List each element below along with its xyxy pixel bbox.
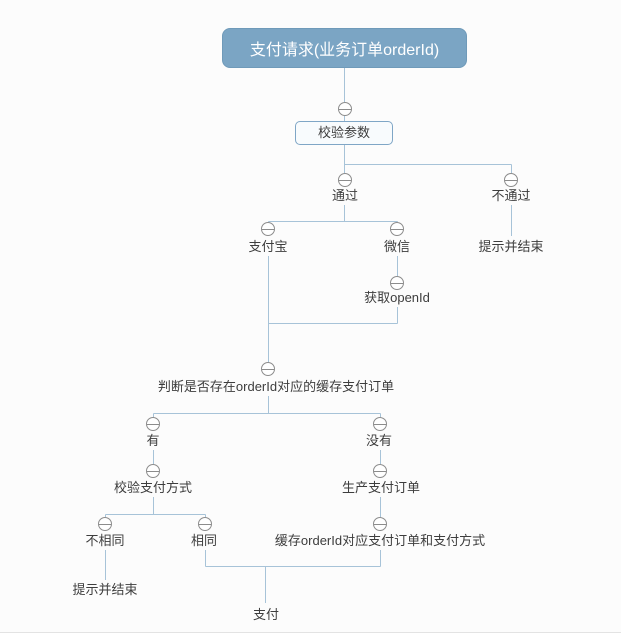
wechat-node[interactable]: 微信	[383, 239, 411, 254]
collapse-icon-fail[interactable]	[504, 173, 518, 187]
validate-params-node[interactable]: 校验参数	[295, 121, 393, 145]
different-node[interactable]: 不相同	[85, 533, 125, 548]
root-node-payment-request[interactable]: 支付请求(业务订单orderId)	[222, 28, 467, 68]
cache-order-node[interactable]: 缓存orderId对应支付订单和支付方式	[274, 533, 486, 548]
check-cached-order-node[interactable]: 判断是否存在orderId对应的缓存支付订单	[157, 379, 395, 394]
get-openid-node[interactable]: 获取openId	[364, 290, 430, 305]
collapse-icon-create-payment-order[interactable]	[373, 464, 387, 478]
none-node[interactable]: 没有	[365, 433, 393, 448]
collapse-icon-different[interactable]	[98, 517, 112, 531]
same-node[interactable]: 相同	[190, 533, 218, 548]
collapse-icon-verify-payment-method[interactable]	[146, 464, 160, 478]
pass-node[interactable]: 通过	[331, 188, 359, 203]
collapse-icon-pass[interactable]	[338, 173, 352, 187]
create-payment-order-node[interactable]: 生产支付订单	[341, 480, 421, 495]
verify-payment-method-node[interactable]: 校验支付方式	[113, 480, 193, 495]
alipay-node[interactable]: 支付宝	[248, 239, 288, 254]
has-node[interactable]: 有	[146, 433, 160, 448]
collapse-icon-none[interactable]	[373, 417, 387, 431]
fail-node[interactable]: 不通过	[491, 188, 531, 203]
collapse-icon-same[interactable]	[198, 517, 212, 531]
collapse-icon-has[interactable]	[146, 417, 160, 431]
fail-end-node[interactable]: 提示并结束	[478, 239, 544, 254]
different-end-node[interactable]: 提示并结束	[72, 582, 138, 597]
collapse-icon-wechat[interactable]	[390, 222, 404, 236]
collapse-icon-validate-params[interactable]	[338, 102, 352, 116]
collapse-icon-alipay[interactable]	[261, 222, 275, 236]
collapse-icon-get-openid[interactable]	[390, 276, 404, 290]
collapse-icon-cache-order[interactable]	[373, 517, 387, 531]
collapse-icon-check-cached-order[interactable]	[261, 362, 275, 376]
pay-node[interactable]: 支付	[252, 607, 280, 622]
